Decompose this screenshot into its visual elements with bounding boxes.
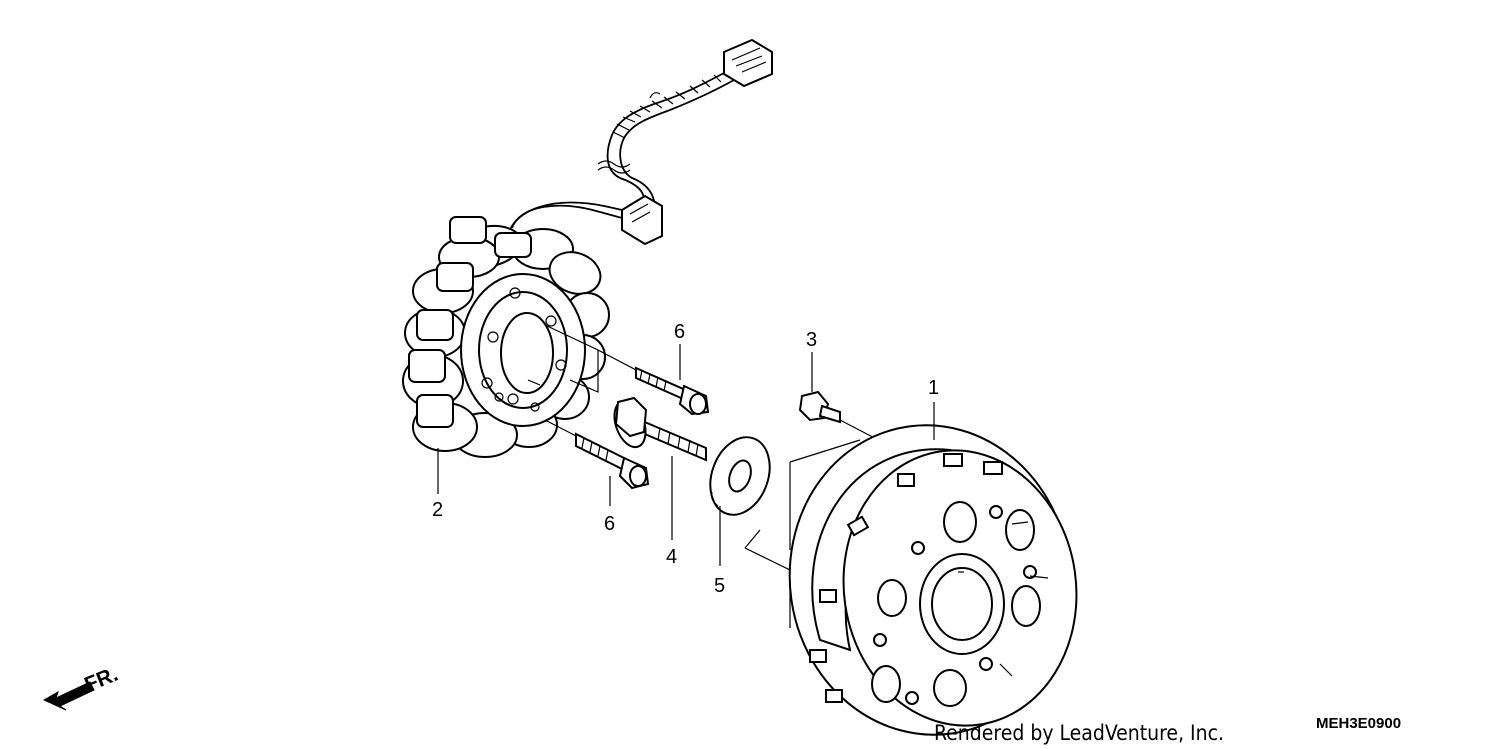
- front-label: FR.: [81, 663, 121, 697]
- leader-lines: [437, 344, 935, 566]
- front-indicator: FR.: [42, 663, 121, 711]
- stator-bolt-guides: [527, 324, 641, 439]
- callout-washer: 5: [714, 575, 725, 597]
- small-bolt: [798, 390, 891, 447]
- stator-bolt-upper: [635, 366, 710, 416]
- flange-bolt: [613, 396, 707, 462]
- callout-flange-bolt: 4: [666, 546, 677, 568]
- callout-flywheel: 1: [928, 377, 939, 399]
- wire-harness: [507, 38, 773, 246]
- flywheel: [744, 424, 1078, 736]
- callout-stator: 2: [432, 499, 443, 521]
- stator: [402, 216, 610, 458]
- callout-stator-bolt-upper: 6: [674, 321, 685, 343]
- render-credit: Rendered by LeadVenture, Inc.: [934, 721, 1224, 745]
- washer: [709, 436, 771, 516]
- stator-bolt-lower: [575, 432, 650, 490]
- callout-stator-bolt-lower: 6: [604, 513, 615, 535]
- callout-small-bolt: 3: [806, 329, 817, 351]
- diagram-code: MEH3E0900: [1316, 715, 1401, 732]
- arrow-left-down-icon: [42, 681, 95, 711]
